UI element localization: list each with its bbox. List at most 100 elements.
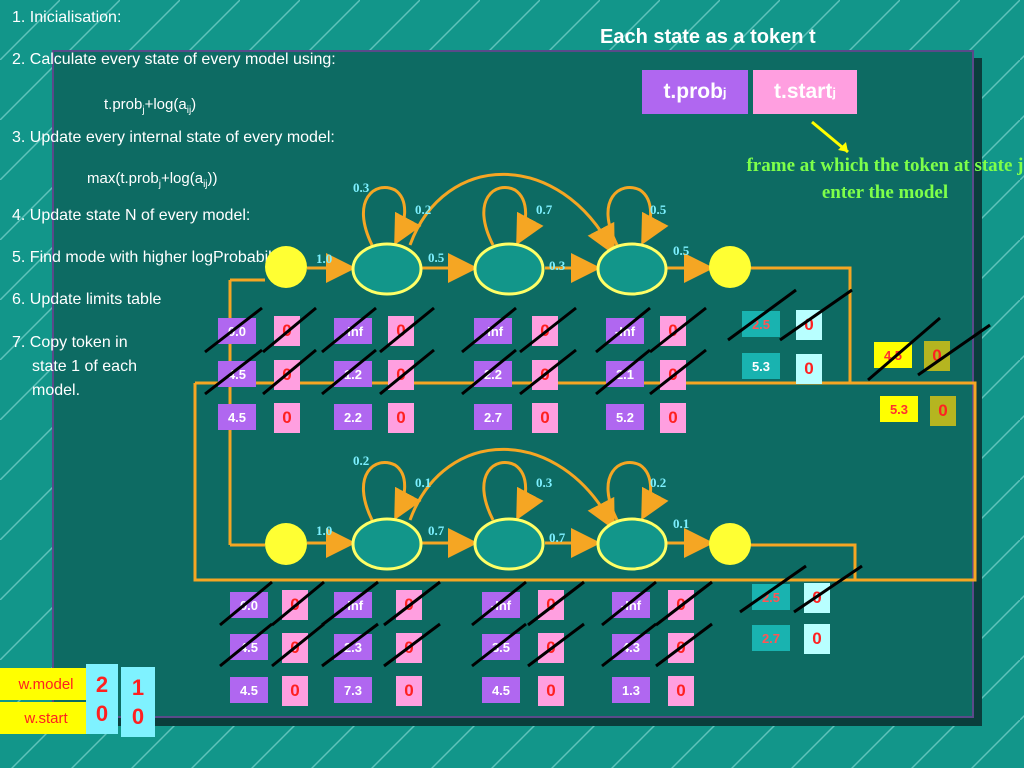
step-7-line-2: state 1 of each	[32, 358, 137, 375]
formula-max: max(t.probj+log(aij))	[87, 170, 218, 190]
bottom-prob-r2-c1: 4.5	[230, 634, 268, 660]
bottom-prob-r2-c2: 2.3	[334, 634, 372, 660]
bottom-start-r3-c3: 0	[538, 676, 564, 706]
limit-prob-2: 5.3	[880, 396, 918, 422]
bottom-start-state	[265, 523, 307, 565]
top-label-1-2: 0.5	[428, 250, 445, 265]
top-start-r3-c4: 0	[660, 403, 686, 433]
step-7-line-3: model.	[32, 382, 81, 399]
step-4: 4. Update state N of every model:	[12, 207, 251, 224]
top-state-2	[351, 242, 423, 296]
w-model-label: w.model	[0, 668, 92, 700]
top-exit-prob-2: 5.3	[742, 353, 780, 379]
bottom-exit-start-2: 0	[804, 624, 830, 654]
bottom-exit-prob-2: 2.7	[752, 625, 790, 651]
bottom-label-skip: 0.3	[536, 475, 553, 490]
bottom-end-state	[709, 523, 751, 565]
top-label-self-2: 0.7	[536, 202, 553, 217]
top-prob-r2-c3: 2.2	[474, 361, 512, 387]
bottom-label-2-3: 0.7	[549, 530, 566, 545]
step-3: 3. Update every internal state of every …	[12, 129, 335, 146]
bottom-prob-r1-c2: -Inf	[334, 592, 372, 618]
bottom-prob-r3-c3: 4.5	[482, 677, 520, 703]
top-prob-r1-c1: 0.0	[218, 318, 256, 344]
top-start-r1-c4: 0	[660, 316, 686, 346]
bottom-label-self-2: 0.1	[415, 475, 432, 490]
step-6: 6. Update limits table	[12, 291, 162, 308]
top-start-r3-c1: 0	[274, 403, 300, 433]
top-exit-start-1: 0	[796, 310, 822, 340]
top-label-start: 1.0	[316, 251, 333, 266]
bottom-prob-r3-c4: 1.3	[612, 677, 650, 703]
bottom-start-r1-c4: 0	[668, 590, 694, 620]
bottom-prob-r2-c3: 3.5	[482, 634, 520, 660]
limit-start-2: 0	[930, 396, 956, 426]
step-7: 7. Copy token in	[12, 334, 128, 351]
bottom-label-self-1: 0.2	[353, 453, 370, 468]
top-start-r1-c3: 0	[532, 316, 558, 346]
bottom-prob-r1-c4: -Inf	[612, 592, 650, 618]
bottom-prob-r3-c2: 7.3	[334, 677, 372, 703]
top-end-state	[709, 246, 751, 288]
top-start-r2-c4: 0	[660, 360, 686, 390]
bottom-exit-prob-1: 2.5	[752, 584, 790, 610]
bottom-state-4	[596, 517, 668, 571]
top-prob-r3-c1: 4.5	[218, 404, 256, 430]
top-start-r3-c3: 0	[532, 403, 558, 433]
bottom-start-r2-c3: 0	[538, 633, 564, 663]
top-exit-start-2: 0	[796, 354, 822, 384]
top-prob-r3-c2: 2.2	[334, 404, 372, 430]
step-1: 1. Inicialisation:	[12, 9, 122, 26]
bottom-prob-r3-c1: 4.5	[230, 677, 268, 703]
top-start-state	[265, 246, 307, 288]
top-label-3-end: 0.5	[673, 243, 690, 258]
top-prob-r2-c4: 2.1	[606, 361, 644, 387]
bottom-state-2	[351, 517, 423, 571]
bottom-state-3	[473, 517, 545, 571]
bottom-start-r1-c3: 0	[538, 590, 564, 620]
formula-prob: t.probj+log(aij)	[104, 96, 197, 116]
top-prob-r2-c1: 4.5	[218, 361, 256, 387]
top-prob-r2-c2: 1.2	[334, 361, 372, 387]
bottom-start-r2-c4: 0	[668, 633, 694, 663]
top-label-self-1: 0.3	[353, 180, 370, 195]
loop-route-line	[193, 266, 977, 582]
step-5: 5. Find mode with higher logProbability	[12, 249, 288, 266]
bottom-start-r1-c1: 0	[282, 590, 308, 620]
top-prob-r1-c4: -Inf	[606, 318, 644, 344]
bottom-prob-r2-c4: 4.3	[612, 634, 650, 660]
limit-start-1: 0	[924, 341, 950, 371]
top-prob-r1-c3: -Inf	[474, 318, 512, 344]
step-2: 2. Calculate every state of every model …	[12, 51, 336, 68]
top-prob-r3-c4: 5.2	[606, 404, 644, 430]
bottom-prob-r1-c3: -Inf	[482, 592, 520, 618]
top-start-r2-c2: 0	[388, 360, 414, 390]
top-start-r3-c2: 0	[388, 403, 414, 433]
top-start-r1-c1: 0	[274, 316, 300, 346]
bottom-label-self-3: 0.2	[650, 475, 667, 490]
top-state-3	[473, 242, 545, 296]
bottom-start-r1-c2: 0	[396, 590, 422, 620]
top-label-self-3: 0.5	[650, 202, 667, 217]
top-label-skip: 0.2	[415, 202, 432, 217]
page-title: Each state as a token t	[600, 26, 816, 48]
bottom-start-r3-c1: 0	[282, 676, 308, 706]
bottom-label-1-2: 0.7	[428, 523, 445, 538]
top-exit-prob-1: 2.5	[742, 311, 780, 337]
bottom-label-3-end: 0.1	[673, 516, 690, 531]
top-start-r2-c1: 0	[274, 360, 300, 390]
bottom-start-r3-c4: 0	[668, 676, 694, 706]
top-start-r1-c2: 0	[388, 316, 414, 346]
limit-prob-1: 4.5	[874, 342, 912, 368]
w-start-label: w.start	[0, 702, 92, 734]
bottom-exit-start-1: 0	[804, 583, 830, 613]
top-prob-r3-c3: 2.7	[474, 404, 512, 430]
bottom-start-r3-c2: 0	[396, 676, 422, 706]
top-prob-r1-c2: -Inf	[334, 318, 372, 344]
top-label-2-3: 0.3	[549, 258, 566, 273]
bottom-prob-r1-c1: 0.0	[230, 592, 268, 618]
